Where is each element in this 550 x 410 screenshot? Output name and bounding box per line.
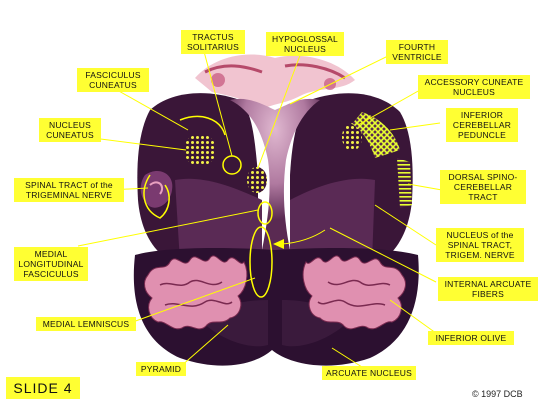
spinal-trigeminal-region-left [140,170,173,208]
label-fourth-ventricle: FOURTH VENTRICLE [386,40,448,64]
label-inferior-olive: INFERIOR OLIVE [428,331,514,345]
label-pyramid: PYRAMID [136,362,186,376]
spinal-tract-trigeminal-outline [143,174,170,219]
inferior-cerebellar-peduncle-hatch [352,112,400,158]
mlf-oval [257,201,273,225]
label-arcuate-nucleus: ARCUATE NUCLEUS [322,366,416,380]
label-internal-arcuate-fibers: INTERNAL ARCUATE FIBERS [438,277,538,301]
accessory-cuneate-dots [342,123,362,151]
copyright-notice: © 1997 DCB [472,389,523,399]
dorsal-spinocerebellar-stripes [397,158,412,208]
label-nucleus-cuneatus: NUCLEUS CUNEATUS [39,118,101,142]
label-accessory-cuneate-nucleus: ACCESSORY CUNEATE NUCLEUS [418,75,530,99]
label-fasciculus-cuneatus: FASCICULUS CUNEATUS [77,68,149,92]
nucleus-cuneatus-dots [185,135,215,165]
label-medial-longitudinal-fasciculus: MEDIAL LONGITUDINAL FASCICULUS [14,247,88,281]
outlined-structures [143,115,273,298]
label-nucleus-spinal-tract-trigem: NUCLEUS of the SPINAL TRACT, TRIGEM. NER… [436,228,524,262]
leader-lines [71,43,443,368]
label-inferior-cerebellar-peduncle: INFERIOR CEREBELLAR PEDUNCLE [446,108,518,142]
label-tractus-solitarius: TRACTUS SOLITARIUS [181,30,245,54]
medial-lemniscus-oval [249,226,273,298]
label-medial-lemniscus: MEDIAL LEMNISCUS [36,317,136,331]
label-spinal-tract-trigeminal: SPINAL TRACT of the TRIGEMINAL NERVE [14,178,124,202]
inferior-olive-left [144,255,248,330]
hypoglossal-nucleus-dots [247,167,267,193]
label-hypoglossal-nucleus: HYPOGLOSSAL NUCLEUS [266,32,344,56]
label-dorsal-spinocerebellar-tract: DORSAL SPINO- CEREBELLAR TRACT [440,170,526,204]
inferior-olive-right [302,255,406,330]
fasciculus-cuneatus-outline [179,115,226,136]
arcuate-arrow-head [273,239,284,249]
slide-title: SLIDE 4 [6,377,80,399]
